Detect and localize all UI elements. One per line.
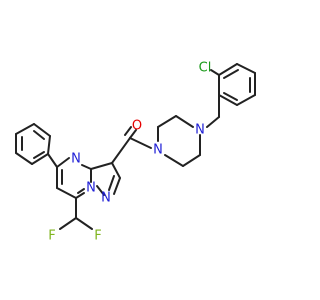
bond bbox=[113, 177, 121, 195]
bond bbox=[33, 151, 45, 159]
bond bbox=[59, 217, 77, 230]
bond bbox=[236, 63, 256, 74]
bond bbox=[223, 92, 238, 101]
bond bbox=[124, 126, 132, 136]
bond bbox=[111, 137, 131, 164]
atom-label-n: N bbox=[153, 143, 163, 158]
atom-label-n: N bbox=[101, 191, 111, 206]
bond bbox=[206, 116, 220, 128]
atom-label-o: O bbox=[132, 119, 142, 134]
bond bbox=[31, 153, 49, 165]
atom-label-n: N bbox=[195, 123, 205, 138]
bond bbox=[175, 115, 194, 128]
bond bbox=[182, 154, 201, 167]
bond bbox=[96, 185, 105, 196]
bond bbox=[47, 153, 58, 168]
atom-labels: Cl O N N N N N F F bbox=[48, 61, 211, 244]
bond bbox=[108, 175, 115, 191]
bond bbox=[33, 130, 45, 140]
bond bbox=[47, 135, 51, 155]
atom-label-f: F bbox=[48, 229, 55, 244]
atom-label-n: N bbox=[71, 152, 81, 167]
bond bbox=[164, 154, 184, 167]
bond bbox=[210, 69, 220, 76]
bonds bbox=[15, 63, 256, 230]
atom-label-cl: Cl bbox=[199, 61, 212, 76]
bond bbox=[56, 157, 70, 168]
bond bbox=[15, 123, 35, 135]
bond bbox=[236, 94, 256, 106]
bond bbox=[129, 137, 152, 149]
bond bbox=[90, 162, 113, 170]
bond bbox=[218, 63, 238, 76]
bond bbox=[33, 123, 51, 137]
bond bbox=[129, 129, 137, 139]
atom-label-n: N bbox=[86, 181, 96, 196]
bond bbox=[56, 187, 77, 199]
molecule-structure: Cl O N N N N N F F bbox=[15, 61, 256, 244]
bond bbox=[75, 192, 85, 199]
bond bbox=[223, 69, 239, 79]
bond bbox=[77, 188, 85, 194]
bond bbox=[75, 217, 93, 230]
bond bbox=[81, 164, 92, 170]
atom-label-f: F bbox=[94, 229, 101, 244]
bond bbox=[218, 94, 238, 106]
bond bbox=[15, 152, 33, 165]
bond bbox=[111, 162, 121, 179]
bond bbox=[157, 115, 177, 128]
